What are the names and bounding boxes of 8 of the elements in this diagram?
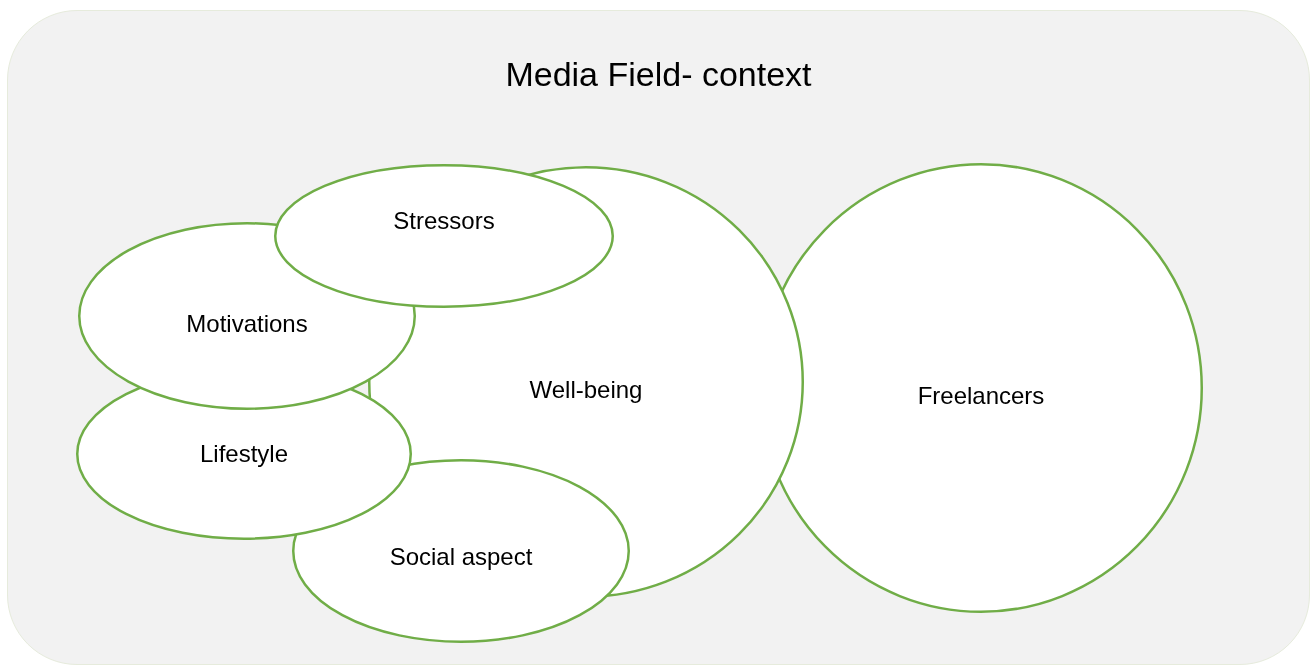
context-panel <box>7 10 1310 665</box>
panel-title: Media Field- context <box>504 55 813 94</box>
node-label: Motivations <box>185 310 309 338</box>
node-label: Lifestyle <box>198 440 289 468</box>
node-label: Stressors <box>392 207 496 235</box>
node-label: Social aspect <box>388 543 534 571</box>
node-label: Well-being <box>528 376 644 404</box>
node-label: Freelancers <box>916 382 1046 410</box>
